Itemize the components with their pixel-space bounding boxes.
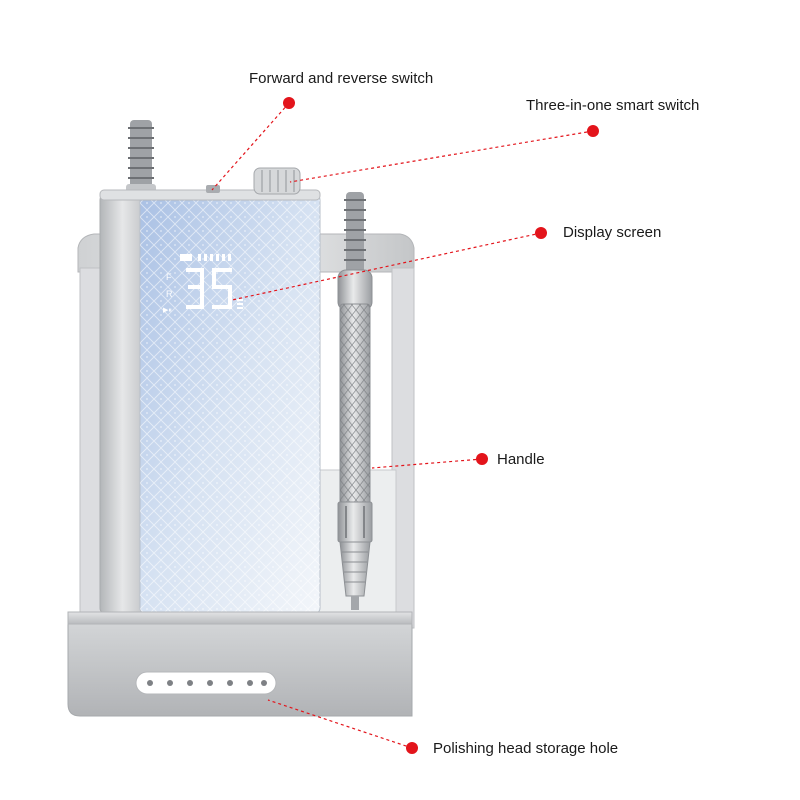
callout-label-storage: Polishing head storage hole — [433, 740, 619, 757]
play-pause-icon: ▶⏸ — [163, 306, 172, 314]
callout-label-smart-switch: Three-in-one smart switch — [526, 97, 700, 114]
smart-switch-knob[interactable] — [253, 167, 301, 195]
callout-dot-storage — [406, 742, 418, 754]
display-screen: F R ▶⏸ — [163, 254, 243, 314]
mode-forward-label: F — [166, 272, 172, 282]
speed-digits — [186, 268, 232, 309]
handpiece — [337, 269, 373, 610]
callout-label-forward-reverse: Forward and reverse switch — [249, 70, 434, 87]
callout-dot-forward-reverse — [283, 97, 295, 109]
polishing-head-storage-holes — [135, 671, 277, 695]
handle-cord — [344, 192, 366, 282]
power-cord — [126, 120, 156, 200]
mode-reverse-label: R — [166, 289, 173, 299]
level-bars-icon — [198, 254, 231, 261]
callout-lines — [211, 102, 594, 749]
callout-dot-handle — [476, 453, 488, 465]
callout-label-handle: Handle — [497, 451, 545, 468]
callout-dot-smart-switch — [587, 125, 599, 137]
callout-dot-display — [535, 227, 547, 239]
rpm-unit-icon — [237, 299, 243, 309]
callout-label-display: Display screen — [563, 224, 662, 241]
battery-icon — [180, 254, 192, 261]
control-unit — [99, 189, 321, 615]
base-stand — [67, 611, 413, 717]
